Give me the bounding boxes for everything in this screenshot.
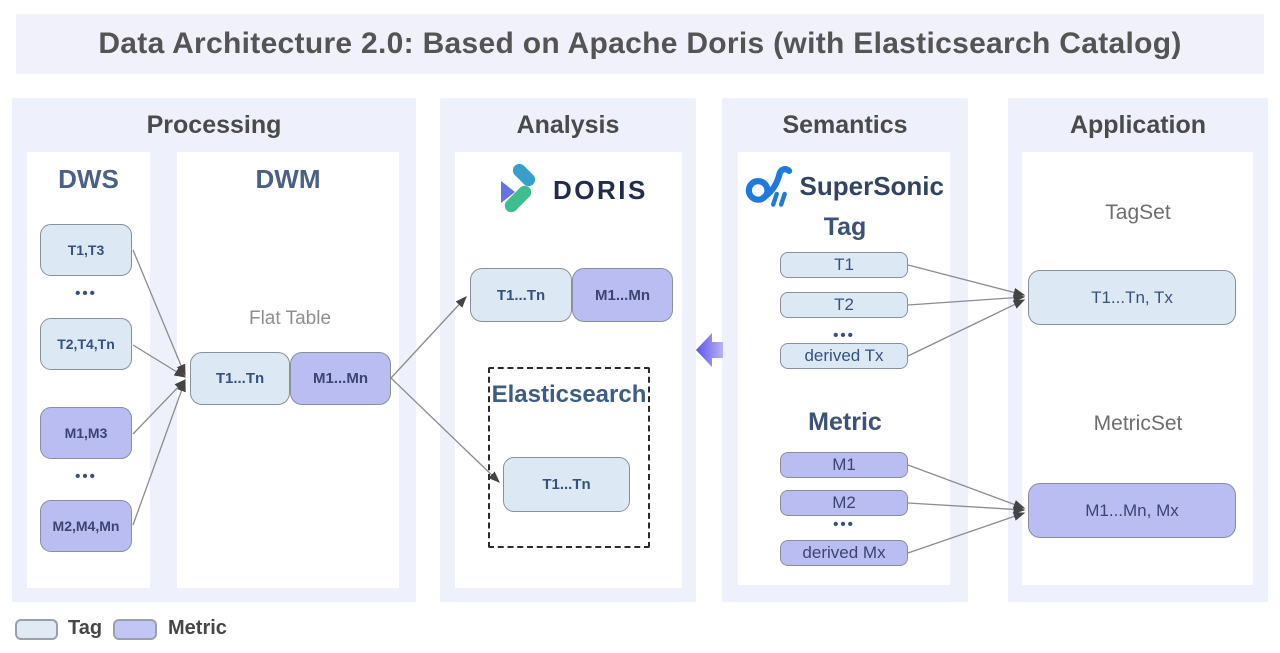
metric-box: M2,M4,Mn [40,500,132,552]
metric-heading: Metric [808,408,882,436]
tag-box: T2,T4,Tn [40,318,132,370]
tag-box: T2 [780,292,908,318]
legend-tag-swatch [15,619,58,640]
doris-logo-text: DORIS [553,174,648,205]
doris-icon [501,164,536,213]
flat-table-label: Flat Table [248,308,332,329]
analysis-column [455,152,682,588]
elasticsearch-label: Elasticsearch [491,381,647,408]
supersonic-logo-text: SuperSonic [799,170,944,201]
tagset-heading: TagSet [1105,201,1171,224]
legend-metric-swatch [113,619,157,640]
tag-box: T1...Tn [503,457,630,512]
metric-box: M2 [780,490,908,516]
supersonic-icon [745,166,793,207]
ellipsis-dots: ••• [833,327,855,344]
tag-heading: Tag [823,213,867,241]
metricset-heading: MetricSet [1093,412,1183,435]
legend-metric-label: Metric [168,617,227,639]
dws-label: DWS [58,164,119,194]
metric-box: derived Mx [780,540,908,566]
metric-box: M1...Mn [572,268,673,322]
dwm-label: DWM [255,164,321,194]
section-title-analysis: Analysis [516,111,620,139]
metric-box: M1...Mn, Mx [1028,483,1236,538]
ellipsis-dots: ••• [75,285,97,302]
ellipsis-dots: ••• [75,468,97,485]
page-title: Data Architecture 2.0: Based on Apache D… [98,27,1182,60]
tag-box: T1...Tn [190,352,290,405]
tag-box: derived Tx [780,343,908,369]
doris-logo: DORIS [497,164,677,216]
metric-box: M1...Mn [290,352,391,405]
tag-box: T1 [780,252,908,278]
metric-box: M1,M3 [40,407,132,459]
metric-box: M1 [780,452,908,478]
tag-box: T1,T3 [40,224,132,276]
legend-tag-label: Tag [68,617,103,639]
flow-arrow-left-icon [696,333,723,367]
section-title-semantics: Semantics [782,111,908,139]
tag-box: T1...Tn, Tx [1028,270,1236,325]
tag-box: T1...Tn [470,268,572,322]
title-bar: Data Architecture 2.0: Based on Apache D… [16,14,1264,74]
supersonic-logo: SuperSonic [744,160,944,212]
section-title-processing: Processing [146,111,282,139]
section-title-application: Application [1069,111,1207,139]
ellipsis-dots: ••• [833,516,855,533]
